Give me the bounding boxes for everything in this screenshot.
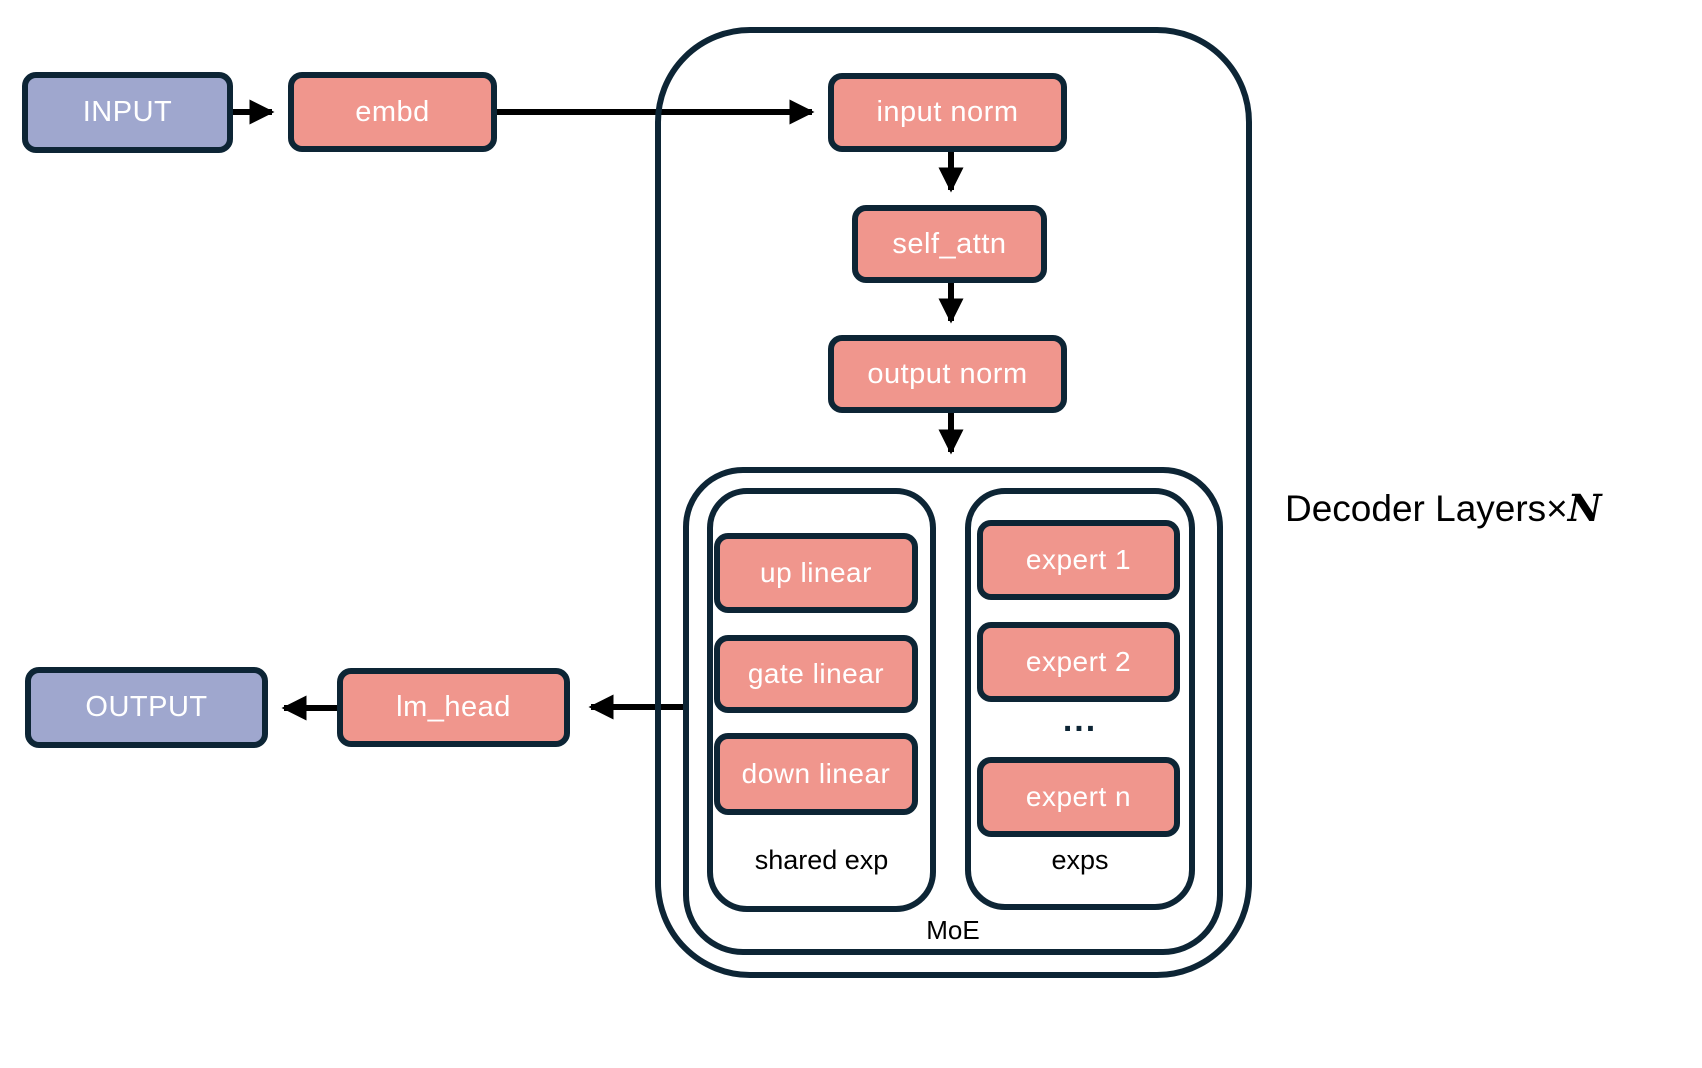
shared-exp-label: shared exp bbox=[754, 845, 889, 875]
exps-container: exps bbox=[965, 488, 1195, 910]
down-linear-node: down linear bbox=[714, 733, 918, 815]
output-node: OUTPUT bbox=[25, 667, 268, 748]
embd-node-label: embd bbox=[355, 95, 430, 128]
expert-2-node-label: expert 2 bbox=[1025, 646, 1132, 677]
shared-exp-container: shared exp bbox=[707, 488, 936, 912]
expert-1-node: expert 1 bbox=[977, 520, 1180, 600]
gate-linear-node-label: gate linear bbox=[747, 658, 885, 689]
gate-linear-node: gate linear bbox=[714, 635, 918, 713]
decoder-layers-container bbox=[655, 27, 1252, 978]
self-attn-node: self_attn bbox=[852, 205, 1047, 283]
down-linear-node-label: down linear bbox=[741, 758, 891, 789]
moe-container: MoE bbox=[683, 467, 1223, 955]
output-norm-node: output norm bbox=[828, 335, 1067, 413]
input-norm-node-label: input norm bbox=[876, 96, 1019, 128]
moe-label: MoE bbox=[926, 915, 980, 945]
output-node-label: OUTPUT bbox=[85, 691, 208, 723]
lm-head-node: lm_head bbox=[337, 668, 570, 747]
up-linear-node: up linear bbox=[714, 533, 918, 613]
exps-label: exps bbox=[1051, 845, 1109, 875]
input-norm-node: input norm bbox=[828, 73, 1067, 152]
experts-ellipsis: ... bbox=[1062, 701, 1098, 739]
decoder-layers-title-text: Decoder Layers× bbox=[1285, 488, 1568, 529]
expert-1-node-label: expert 1 bbox=[1025, 544, 1132, 575]
expert-n-node-label: expert n bbox=[1025, 781, 1132, 812]
expert-2-node: expert 2 bbox=[977, 622, 1180, 702]
up-linear-node-label: up linear bbox=[760, 557, 872, 588]
self-attn-node-label: self_attn bbox=[892, 227, 1007, 260]
input-node: INPUT bbox=[22, 72, 233, 153]
input-node-label: INPUT bbox=[82, 96, 173, 128]
expert-n-node: expert n bbox=[977, 757, 1180, 837]
decoder-layers-count-variable: N bbox=[1567, 486, 1602, 530]
output-norm-node-label: output norm bbox=[867, 357, 1028, 390]
embd-node: embd bbox=[288, 72, 497, 152]
decoder-layers-title: Decoder Layers×N bbox=[1285, 486, 1602, 530]
lm-head-node-label: lm_head bbox=[396, 691, 511, 723]
